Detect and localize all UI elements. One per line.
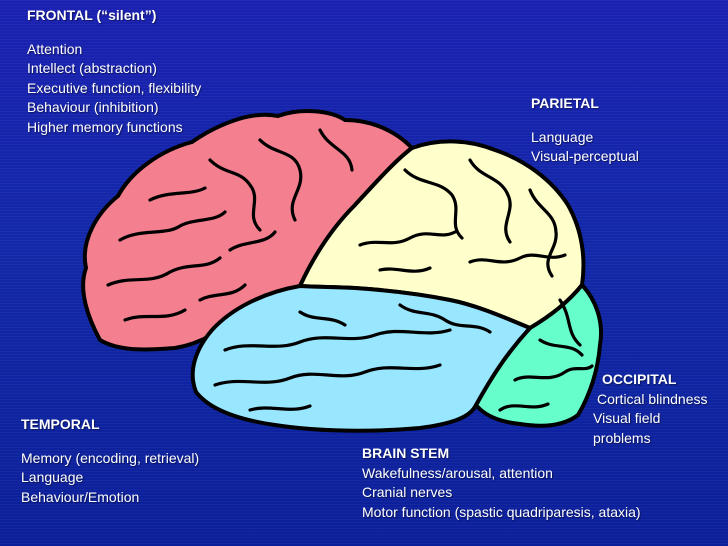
parietal-title: PARIETAL [531, 95, 599, 111]
frontal-item: Intellect (abstraction) [27, 60, 157, 76]
occipital-item: problems [593, 429, 651, 446]
brainstem-item: Cranial nerves [362, 484, 453, 500]
brainstem-text-block: BRAIN STEM Wakefulness/arousal, attentio… [362, 444, 641, 522]
occipital-item: Cortical blindness [597, 390, 708, 407]
frontal-text-block: FRONTAL (“silent”) Attention Intellect (… [27, 6, 201, 137]
parietal-item: Language [531, 128, 594, 145]
temporal-item: Behaviour/Emotion [21, 488, 140, 505]
temporal-text-block: TEMPORAL Memory (encoding, retrieval) La… [21, 415, 199, 507]
brainstem-title: BRAIN STEM [362, 445, 450, 461]
brainstem-item: Wakefulness/arousal, attention [362, 464, 553, 481]
frontal-item: Higher memory functions [27, 118, 183, 135]
temporal-item: Language [21, 469, 84, 485]
parietal-text-block: PARIETAL Language Visual-perceptual [531, 94, 639, 167]
temporal-item: Memory (encoding, retrieval) [21, 449, 200, 466]
parietal-item: Visual-perceptual [531, 148, 639, 164]
frontal-item: Behaviour (inhibition) [27, 99, 159, 115]
brain-sulci [106, 128, 594, 412]
frontal-item: Executive function, flexibility [27, 79, 202, 96]
temporal-title: TEMPORAL [21, 416, 100, 432]
occipital-title: OCCIPITAL [602, 371, 677, 387]
brainstem-item: Motor function (spastic quadriparesis, a… [362, 503, 641, 520]
occipital-item: Visual field [593, 410, 661, 426]
frontal-title: FRONTAL (“silent”) [27, 7, 157, 23]
frontal-item: Attention [27, 40, 83, 57]
occipital-text-block: OCCIPITAL Cortical blindness Visual fiel… [593, 370, 708, 448]
